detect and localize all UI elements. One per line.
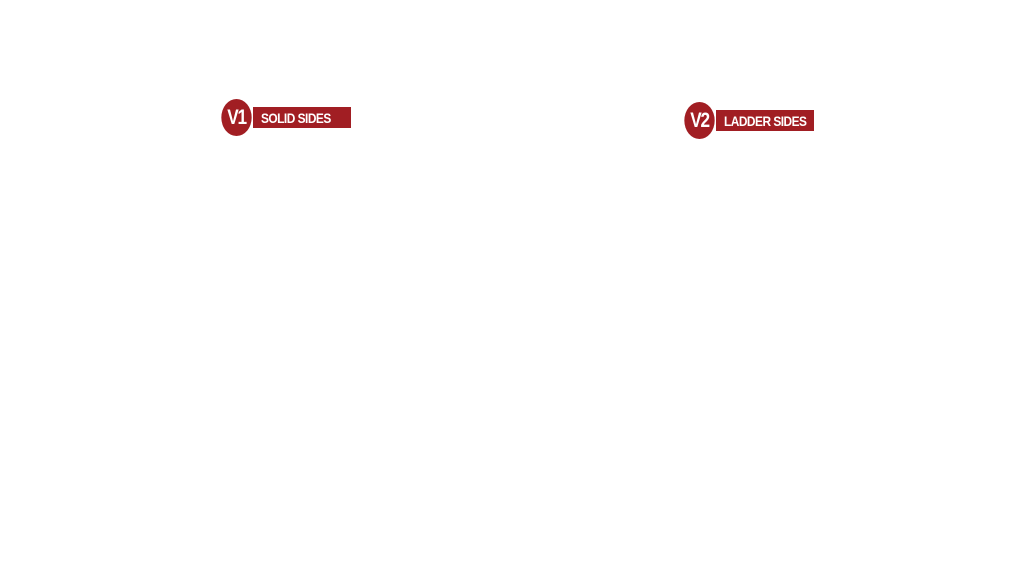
version-1-badge: V1 <box>221 99 252 136</box>
version-1-badge-text: V1 <box>227 105 247 129</box>
version-1-label: V1 SOLID SIDES <box>218 99 351 136</box>
version-2-badge: V2 <box>684 102 715 139</box>
version-2-badge-text: V2 <box>690 108 710 132</box>
version-2-banner: LADDER SIDES <box>716 110 814 131</box>
version-2-title: LADDER SIDES <box>724 112 807 129</box>
version-1-title: SOLID SIDES <box>261 109 331 126</box>
version-1-banner: SOLID SIDES <box>253 107 351 128</box>
version-2-label: V2 LADDER SIDES <box>681 102 814 139</box>
